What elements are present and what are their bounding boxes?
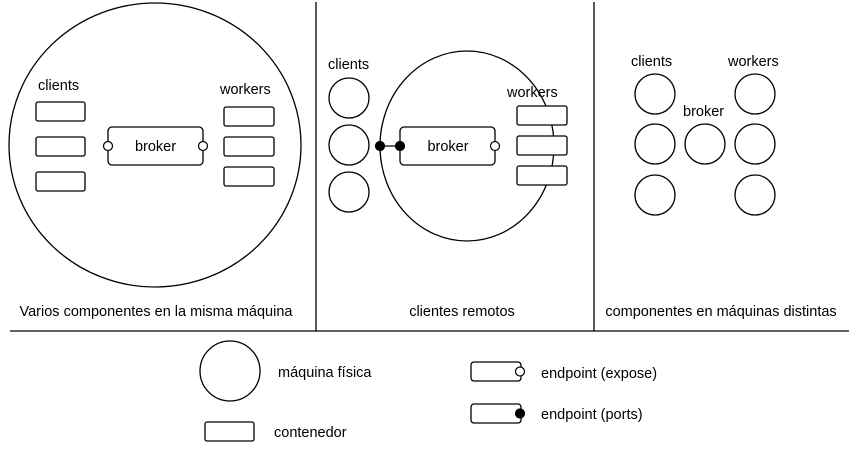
worker-container — [516, 105, 568, 126]
worker-machine — [734, 123, 776, 165]
client-container — [35, 136, 86, 157]
worker-container — [516, 165, 568, 186]
worker-machine — [734, 73, 776, 115]
expose-endpoint — [197, 140, 209, 152]
legend-container-label: contenedor — [274, 425, 347, 441]
clients-label: clients — [38, 78, 79, 94]
clients-label: clients — [631, 54, 672, 70]
client-machine — [328, 77, 370, 119]
worker-container — [223, 136, 275, 157]
worker-container — [516, 135, 568, 156]
panel-separate-machines: clients broker workers componentes en má… — [605, 54, 836, 320]
legend-expose-icon — [470, 361, 522, 382]
client-container — [35, 101, 86, 122]
panel-same-machine: clients broker workers Varios componente… — [8, 2, 302, 320]
broker-machine — [684, 123, 726, 165]
legend-expose-dot — [514, 366, 526, 377]
broker-label: broker — [135, 139, 176, 155]
legend-machine-icon — [199, 340, 261, 402]
ports-endpoint — [394, 140, 406, 152]
client-machine — [634, 123, 676, 165]
legend: máquina física contenedor endpoint (expo… — [199, 340, 657, 442]
client-machine — [634, 174, 676, 216]
expose-endpoint — [102, 140, 114, 152]
client-machine — [328, 124, 370, 166]
legend-ports-icon — [470, 403, 522, 424]
panel-remote-clients: clients broker workers clientes remotos — [328, 50, 568, 320]
ports-endpoint — [374, 140, 386, 152]
worker-container — [223, 106, 275, 127]
panel-caption: Varios componentes en la misma máquina — [20, 304, 294, 320]
clients-label: clients — [328, 57, 369, 73]
legend-expose-label: endpoint (expose) — [541, 366, 657, 382]
broker-label: broker — [683, 104, 724, 120]
client-container — [35, 171, 86, 192]
expose-endpoint — [489, 140, 501, 152]
legend-container-icon — [204, 421, 255, 442]
panel-caption: componentes en máquinas distintas — [605, 304, 836, 320]
broker-label: broker — [427, 139, 468, 155]
client-machine — [634, 73, 676, 115]
legend-ports-dot — [514, 408, 526, 419]
workers-label: workers — [727, 54, 779, 70]
legend-ports-label: endpoint (ports) — [541, 407, 643, 423]
client-machine — [328, 171, 370, 213]
worker-machine — [734, 174, 776, 216]
panel-caption: clientes remotos — [409, 304, 515, 320]
legend-machine-label: máquina física — [278, 365, 372, 381]
workers-label: workers — [506, 85, 558, 101]
worker-container — [223, 166, 275, 187]
workers-label: workers — [219, 82, 271, 98]
